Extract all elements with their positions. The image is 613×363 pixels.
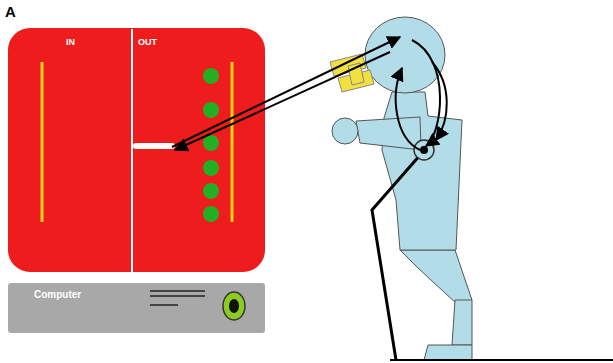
gaze-arrows	[172, 37, 447, 150]
computer-box: Computer	[8, 283, 265, 333]
divider-line	[131, 29, 133, 272]
ground-line	[390, 359, 613, 361]
monitor-screen: IN OUT	[8, 28, 265, 272]
screen-label: Computer	[34, 289, 81, 300]
cursor-bar	[133, 143, 175, 149]
screen-label: OUT	[138, 37, 157, 47]
power-button	[223, 292, 245, 320]
mic-stand	[372, 140, 434, 360]
target-line	[41, 62, 44, 222]
target-dots	[203, 68, 219, 222]
eye-tracker	[330, 54, 374, 92]
screen-label: IN	[66, 37, 75, 47]
drive-slots	[150, 291, 205, 305]
target-line	[231, 62, 234, 222]
person	[332, 17, 472, 360]
power-button-core	[229, 299, 239, 313]
panel-letter: A	[5, 3, 16, 20]
